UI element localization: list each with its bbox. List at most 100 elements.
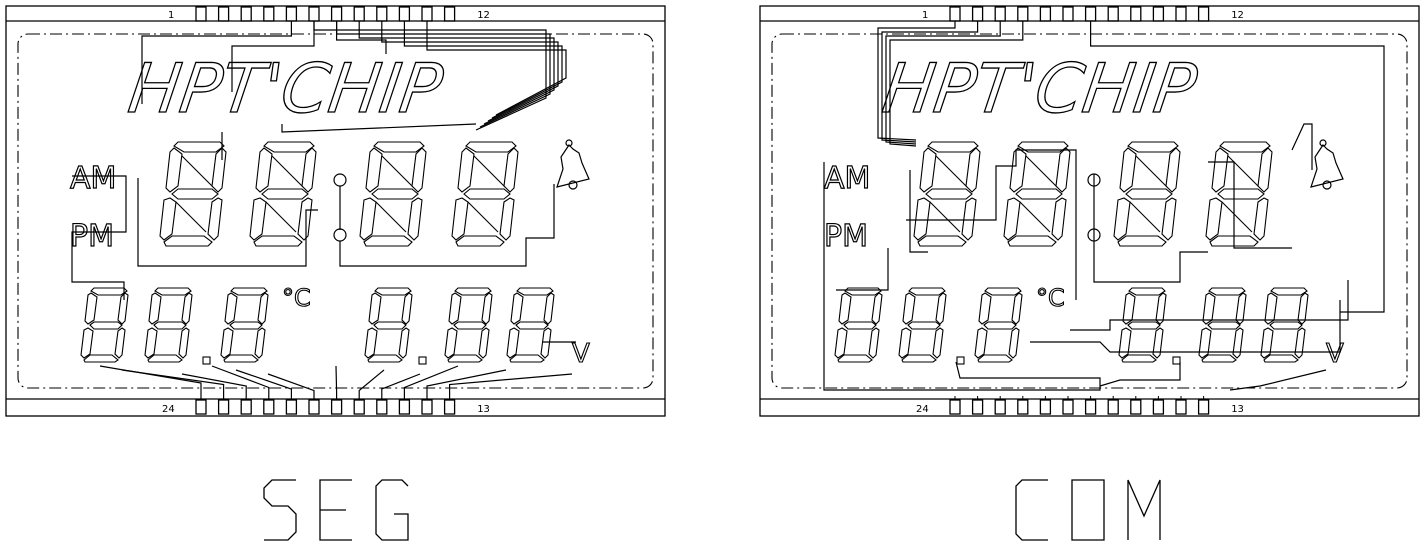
trace (909, 170, 928, 253)
caption-letter-M (1127, 479, 1161, 540)
pin-top-12 (1197, 6, 1210, 22)
pin-bottom-15 (1152, 399, 1165, 415)
pin-top-3 (240, 6, 252, 22)
pin-top-5 (1039, 6, 1052, 22)
pin-top-1 (949, 6, 961, 22)
pin-top-7 (1084, 6, 1097, 22)
trace (381, 373, 421, 400)
small-digit-5 (444, 287, 493, 363)
pin-bottom-16 (1130, 399, 1142, 415)
trace (281, 123, 477, 133)
clock-digit-2 (1003, 141, 1071, 247)
trace (231, 21, 315, 92)
pin-bottom-19 (308, 399, 320, 415)
wiring-traces (823, 21, 1385, 400)
pin-bottom-19 (1062, 399, 1074, 415)
pin-bottom-23 (971, 399, 984, 415)
clock-digit-4 (1205, 141, 1273, 247)
pin-label-12: 12 (1231, 10, 1244, 21)
pin-top-7 (330, 6, 343, 22)
small-digit-2 (144, 287, 193, 363)
colon-dot-icon (333, 228, 347, 242)
pin-bottom-18 (330, 399, 343, 415)
trace (889, 21, 1024, 147)
label-celsius: °C (1036, 284, 1065, 312)
decimal-point-icon (1172, 356, 1181, 365)
small-digit-2 (898, 287, 947, 363)
trace (141, 21, 292, 104)
panel-caption-seg: SEG (263, 479, 409, 541)
trace (71, 175, 127, 300)
caption-letter-G (375, 479, 409, 541)
viewing-area (17, 33, 654, 389)
trace (403, 365, 459, 400)
small-digit-6 (506, 287, 555, 363)
pin-top-11 (1175, 6, 1187, 22)
decimal-point-icon (202, 356, 211, 365)
logo-text: HPT'CHIP (878, 50, 1202, 129)
small-digit-3 (974, 287, 1023, 363)
pin-bottom-15 (398, 399, 411, 415)
small-digit-1 (80, 287, 129, 363)
pin-bottom-18 (1084, 399, 1097, 415)
pin-top-8 (353, 6, 365, 22)
trace (836, 248, 889, 291)
pin-bottom-23 (217, 399, 230, 415)
trace (99, 365, 202, 400)
clock-digit-4 (451, 141, 519, 247)
colon-dot-icon (333, 173, 347, 187)
small-digit-3 (220, 287, 269, 363)
pin-bottom-14 (421, 399, 433, 415)
logo-text: HPT'CHIP (124, 50, 448, 129)
trace (426, 369, 507, 400)
pin-bottom-21 (1017, 399, 1029, 415)
pin-bottom-20 (285, 399, 298, 415)
trace (823, 162, 1101, 391)
trace (358, 21, 555, 125)
trace (906, 149, 1077, 300)
trace (358, 369, 385, 400)
label-pm: PM (70, 219, 114, 254)
pin-label-13: 13 (1231, 404, 1244, 415)
pin-label-1: 1 (168, 10, 174, 21)
trace (1291, 123, 1313, 170)
trace (881, 21, 979, 143)
glass-frame (5, 5, 666, 417)
trace (403, 21, 563, 119)
trace (211, 365, 270, 400)
pin-label-1: 1 (922, 10, 928, 21)
trace (1229, 369, 1327, 391)
pin-bottom-22 (240, 399, 252, 415)
pin-top-9 (1130, 6, 1142, 22)
wiring-traces (71, 21, 576, 400)
pin-top-11 (421, 6, 433, 22)
trace (1070, 280, 1349, 331)
pin-top-4 (263, 6, 275, 22)
clock-digit-1 (159, 141, 227, 247)
small-digit-6 (1260, 287, 1309, 363)
pin-label-24: 24 (916, 404, 929, 415)
small-digit-4 (1118, 287, 1167, 363)
trace (1030, 300, 1341, 353)
clock-digit-1 (913, 141, 981, 247)
label-pm: PM (824, 219, 868, 254)
pin-label-12: 12 (477, 10, 490, 21)
pin-top-8 (1107, 6, 1119, 22)
trace (885, 21, 1001, 145)
trace (121, 369, 225, 400)
pin-bottom-21 (263, 399, 275, 415)
pin-bottom-16 (376, 399, 388, 415)
pin-top-3 (994, 6, 1006, 22)
small-digit-1 (834, 287, 883, 363)
trace (336, 21, 387, 54)
trace (877, 21, 956, 141)
pin-top-4 (1017, 6, 1029, 22)
pin-bottom-17 (353, 399, 365, 415)
small-digit-5 (1198, 287, 1247, 363)
pin-top-6 (1062, 6, 1074, 22)
label-celsius: °C (282, 284, 311, 312)
label-am: AM (824, 161, 870, 196)
